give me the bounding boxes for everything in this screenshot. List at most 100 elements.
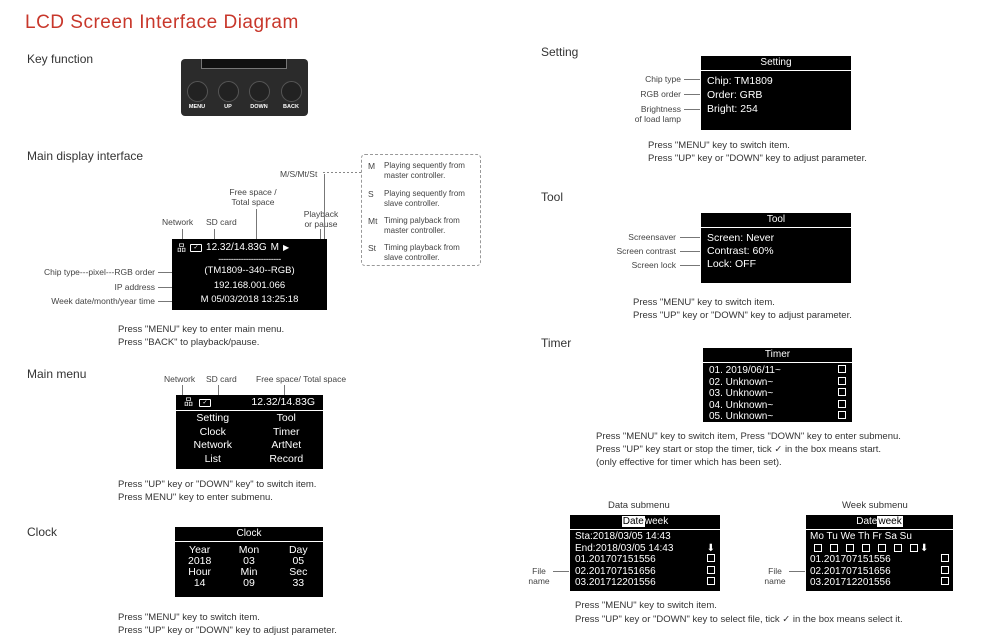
start-time[interactable]: Sta:2018/03/05 14:43 — [575, 531, 671, 542]
checkbox[interactable] — [941, 565, 949, 574]
section-setting: Setting — [541, 45, 579, 59]
lock-label: Screen lock — [631, 260, 676, 270]
menu-item-timer[interactable]: Timer — [273, 425, 300, 438]
clock-cell[interactable]: 09 — [243, 577, 255, 589]
panel-slot — [201, 59, 287, 69]
checkbox[interactable] — [862, 544, 870, 553]
checkbox[interactable] — [941, 577, 949, 585]
page-title: LCD Screen Interface Diagram — [25, 12, 299, 33]
file-row[interactable]: 03.201712201556 — [810, 577, 891, 588]
rgb-order-label: RGB order — [640, 89, 681, 99]
week-tab[interactable]: week — [877, 516, 903, 527]
file-row[interactable]: 01.201707151556 — [575, 554, 656, 565]
checkbox[interactable] — [707, 565, 715, 574]
down-key[interactable] — [249, 81, 270, 102]
datetime-readout: M 05/03/2018 13:25:18 — [200, 294, 299, 305]
timer-row[interactable]: 01. 2019/06/11~ — [709, 365, 781, 376]
menu-space-readout: 12.32/14.83G — [251, 396, 315, 408]
date-tab[interactable]: Date — [856, 516, 878, 527]
file-row[interactable]: 02.201707151656 — [810, 565, 891, 577]
clock-cell: Day — [288, 544, 308, 556]
network-label: Network — [162, 217, 194, 227]
checkbox[interactable] — [838, 411, 846, 419]
timer-row[interactable]: 04. Unknown~ — [709, 399, 774, 411]
checkbox[interactable] — [894, 544, 902, 553]
menu-key[interactable] — [187, 81, 208, 102]
clock-header: Clock — [175, 527, 323, 542]
file-row[interactable]: 01.201707151556 — [810, 554, 891, 565]
msmtst-label: M/S/Mt/St — [280, 169, 318, 179]
setting-screen: Setting Chip: TM1809 Order: GRB Bright: … — [701, 56, 851, 130]
chip-readout: (TM1809--340--RGB) — [204, 265, 295, 276]
clock-cell[interactable]: 33 — [292, 577, 305, 589]
setting-row-chip[interactable]: Chip: TM1809 — [707, 75, 773, 87]
key-row: MENU UP DOWN BACK — [187, 81, 305, 115]
tool-screen: Tool Screen: Never Contrast: 60% Lock: O… — [701, 213, 851, 283]
menu-item-record[interactable]: Record — [269, 452, 304, 465]
checkbox[interactable] — [838, 365, 846, 373]
legend-key-m: M — [368, 161, 376, 171]
sd-card-label: SD card — [206, 217, 237, 227]
chip-type-label: Chip type---pixel---RGB order — [44, 267, 155, 277]
tick-icon: ✓ — [782, 614, 791, 625]
setting-row-bright[interactable]: Bright: 254 — [707, 103, 758, 115]
menu-item-artnet[interactable]: ArtNet — [271, 439, 302, 451]
file-row[interactable]: 03.201712201556 — [575, 577, 656, 588]
timer-row[interactable]: 02. Unknown~ — [709, 376, 774, 388]
date-tab[interactable]: Date — [621, 516, 645, 527]
tool-row-lock[interactable]: Lock: OFF — [707, 258, 757, 270]
menu-sd-card-icon: ✓ — [199, 398, 212, 407]
menu-item-clock[interactable]: Clock — [199, 425, 226, 438]
key-panel: MENU UP DOWN BACK — [181, 59, 308, 116]
section-timer: Timer — [541, 336, 572, 350]
timer-note-2: Press "UP" key start or stop the timer, … — [596, 443, 881, 456]
checkbox[interactable] — [814, 544, 822, 553]
timer-row[interactable]: 05. Unknown~ — [709, 411, 774, 422]
setting-header: Setting — [701, 56, 851, 71]
brightness-label: Brightness of load lamp — [634, 104, 681, 124]
menu-item-setting[interactable]: Setting — [196, 412, 230, 424]
clock-cell[interactable]: 05 — [292, 555, 305, 567]
space-readout: 12.32/14.83G — [206, 242, 267, 253]
timer-row[interactable]: 03. Unknown~ — [709, 388, 774, 399]
clock-cell[interactable]: 14 — [193, 577, 206, 589]
setting-row-order[interactable]: Order: GRB — [707, 89, 763, 101]
end-time[interactable]: End:2018/03/05 14:43 — [575, 542, 674, 554]
tool-note: Press "MENU" key to switch item. Press "… — [633, 297, 852, 321]
file-row[interactable]: 02.201707151656 — [575, 565, 656, 577]
timer-screen: Timer 01. 2019/06/11~ 02. Unknown~ 03. U… — [703, 348, 852, 422]
back-key[interactable] — [281, 81, 302, 102]
menu-item-tool[interactable]: Tool — [276, 412, 296, 424]
checkbox[interactable] — [838, 388, 846, 396]
main-menu-screen: 品 ✓ 12.32/14.83G Setting Tool Clock Time… — [176, 395, 323, 469]
checkbox[interactable] — [838, 399, 846, 408]
free-space-label: Free space / Total space — [229, 187, 277, 207]
up-key[interactable] — [218, 81, 239, 102]
checkbox[interactable] — [838, 376, 846, 385]
bottom-note-2: Press "UP" key or "DOWN" key to select f… — [575, 613, 903, 626]
tool-row-contrast[interactable]: Contrast: 60% — [707, 245, 774, 257]
clock-cell[interactable]: 2018 — [187, 555, 212, 567]
back-key-label: BACK — [283, 104, 299, 110]
weekday-header: Mo Tu We Th Fr Sa Su — [810, 531, 912, 542]
tick-icon: ✓ — [774, 444, 783, 455]
checkbox[interactable] — [941, 554, 949, 562]
menu-free-space-label: Free space/ Total space — [256, 374, 347, 384]
arrow-down-icon: ⬇ — [920, 542, 929, 554]
checkbox[interactable] — [830, 544, 838, 553]
timer-note-1: Press "MENU" key to switch item, Press "… — [596, 431, 901, 442]
checkbox[interactable] — [910, 544, 918, 553]
clock-cell[interactable]: 03 — [243, 555, 255, 567]
checkbox[interactable] — [707, 554, 715, 562]
menu-item-network[interactable]: Network — [193, 439, 232, 451]
bottom-note-2a: Press "UP" key or "DOWN" key to select f… — [575, 614, 780, 625]
checkbox[interactable] — [878, 544, 886, 553]
menu-item-list[interactable]: List — [204, 452, 221, 465]
checkbox[interactable] — [707, 577, 715, 585]
down-key-label: DOWN — [250, 104, 268, 110]
tool-row-screen[interactable]: Screen: Never — [707, 232, 775, 244]
week-label: Week date/month/year time — [51, 296, 155, 306]
section-tool: Tool — [541, 190, 564, 204]
checkbox[interactable] — [846, 544, 854, 553]
week-tab[interactable]: week — [644, 516, 669, 527]
